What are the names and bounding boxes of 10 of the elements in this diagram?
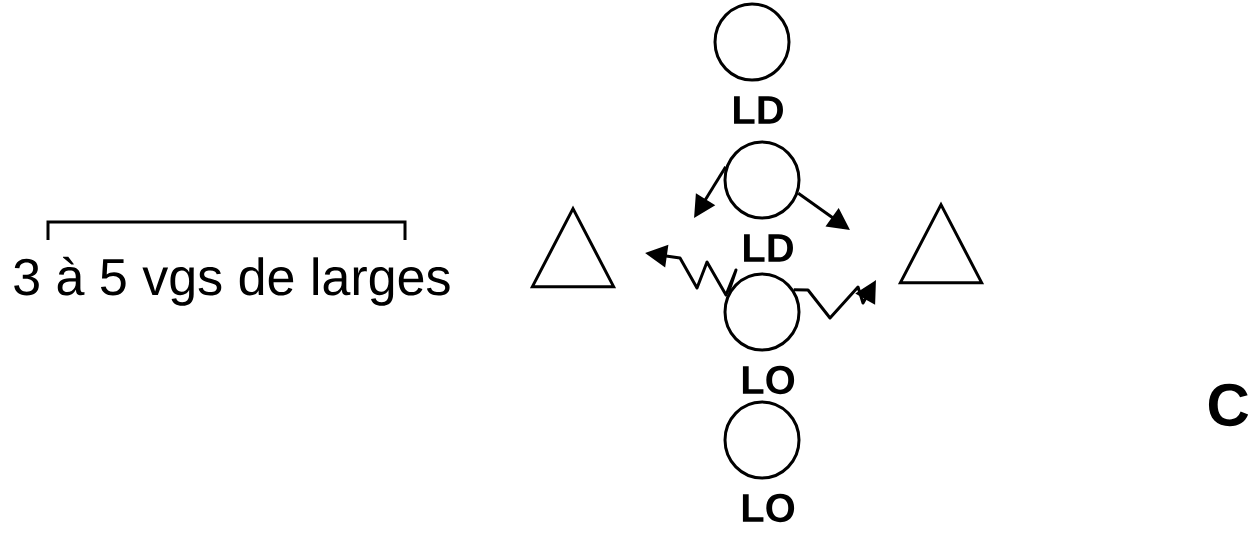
player-label: LO	[742, 365, 795, 395]
player-circle	[723, 400, 801, 480]
player-circle	[713, 2, 791, 82]
player-circle	[723, 140, 801, 220]
player-label: LO	[742, 493, 795, 523]
label-text: 3 à 5 vgs de larges	[14, 256, 450, 306]
label-text: C	[1208, 383, 1249, 427]
player-label: LD	[744, 234, 793, 262]
player-label: LD	[734, 96, 783, 124]
player-circle	[723, 272, 801, 352]
